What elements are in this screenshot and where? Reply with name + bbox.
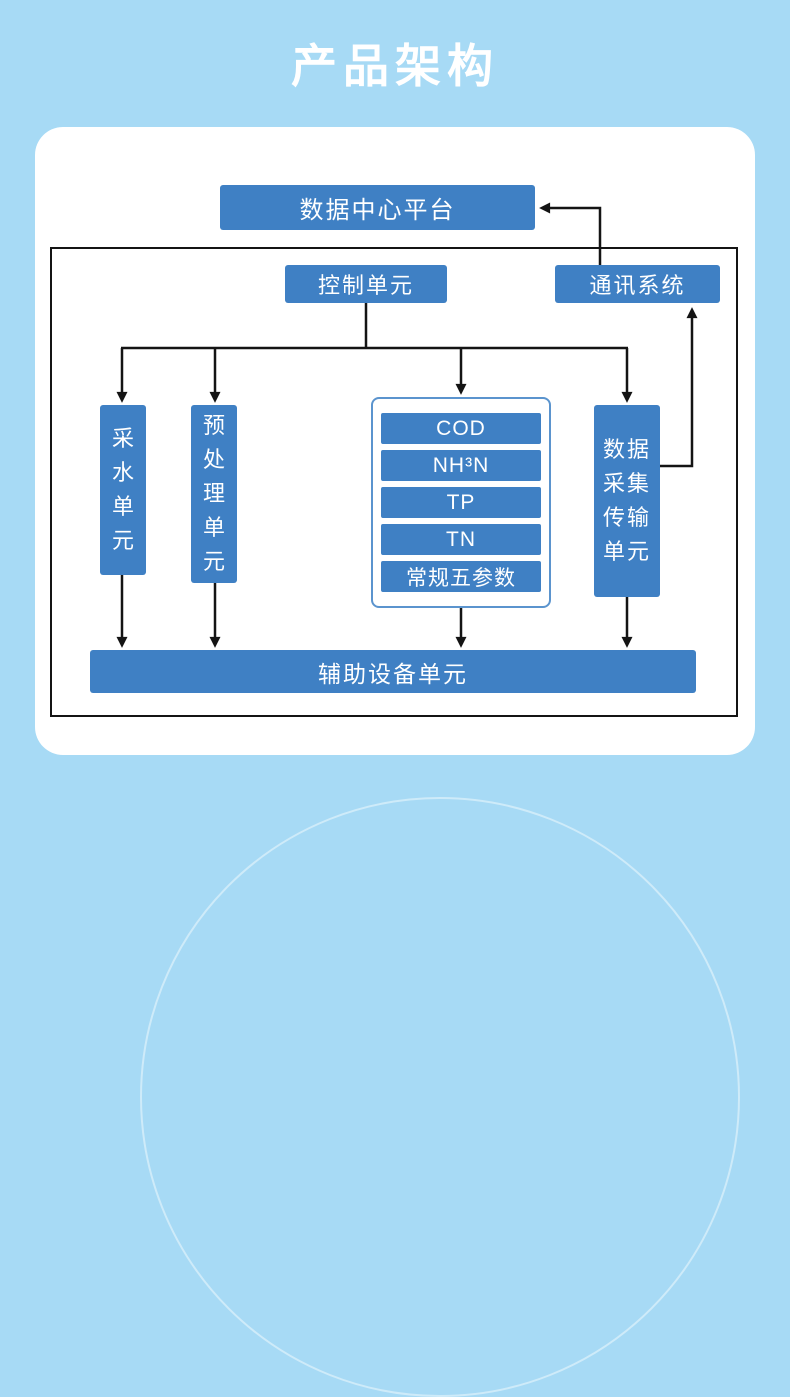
auxiliary-unit-box: 辅助设备单元 [90, 650, 696, 693]
water-sampling-unit-box: 采水单元 [100, 405, 146, 575]
data-acquisition-unit-box: 数据采集传输单元 [594, 405, 660, 597]
sensor-group: COD NH³N TP TN 常规五参数 [371, 397, 551, 608]
control-unit-label: 控制单元 [317, 273, 414, 298]
sensor-item-tp: TP [381, 487, 541, 518]
water-sampling-unit-label: 采水单元 [111, 425, 134, 554]
pretreatment-unit-label: 预处理单元 [202, 412, 225, 575]
decorative-circle [140, 797, 740, 1397]
control-unit-box: 控制单元 [285, 265, 447, 303]
sensor-item-nh3n: NH³N [381, 450, 541, 481]
auxiliary-unit-label: 辅助设备单元 [318, 660, 468, 687]
data-acquisition-unit-label: 数据采集传输单元 [602, 436, 651, 565]
sensor-item-five-params: 常规五参数 [381, 561, 541, 592]
data-center-platform-label: 数据中心平台 [299, 197, 456, 224]
sensor-item-cod: COD [381, 413, 541, 444]
page-title: 产品架构 [291, 40, 499, 92]
diagram-card: 数据中心平台 控制单元 通讯系统 采水单元 预处理单元 COD NH³N TP … [35, 127, 755, 755]
communication-system-box: 通讯系统 [555, 265, 720, 303]
communication-system-label: 通讯系统 [589, 273, 686, 298]
pretreatment-unit-box: 预处理单元 [191, 405, 237, 583]
data-center-platform-box: 数据中心平台 [220, 185, 535, 230]
system-boundary-frame [50, 247, 738, 717]
sensor-item-tn: TN [381, 524, 541, 555]
